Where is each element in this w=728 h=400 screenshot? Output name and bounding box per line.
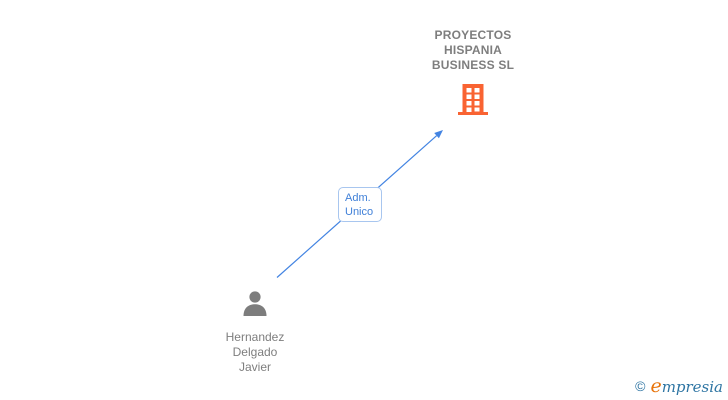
- empresia-wordmark-rest: mpresia: [661, 378, 723, 396]
- empresia-wordmark: empresia: [650, 375, 723, 397]
- company-name-line: HISPANIA: [443, 43, 503, 57]
- company-node[interactable]: PROYECTOS HISPANIA BUSINESS SL: [393, 28, 553, 115]
- company-name-line: BUSINESS SL: [431, 58, 515, 72]
- relationship-label-line: Unico: [345, 206, 374, 218]
- empresia-wordmark-initial: e: [650, 375, 662, 397]
- person-name-line: Hernandez: [225, 330, 285, 344]
- person-name-line: Delgado: [232, 345, 278, 359]
- person-name: Hernandez Delgado Javier: [205, 330, 305, 375]
- company-name: PROYECTOS HISPANIA BUSINESS SL: [393, 28, 553, 73]
- copyright-icon: ©: [635, 378, 646, 394]
- relationship-label-line: Adm.: [345, 192, 371, 204]
- person-name-line: Javier: [238, 360, 271, 374]
- person-node[interactable]: Hernandez Delgado Javier: [205, 290, 305, 375]
- person-icon: [243, 291, 267, 316]
- empresia-logo: © empresia: [635, 375, 723, 397]
- building-icon: [458, 84, 488, 115]
- company-name-line: PROYECTOS: [434, 28, 512, 42]
- relationship-label-box: Adm. Unico: [338, 187, 382, 222]
- company-icon-wrap: [393, 84, 553, 115]
- relationship-arrowhead: [434, 130, 443, 139]
